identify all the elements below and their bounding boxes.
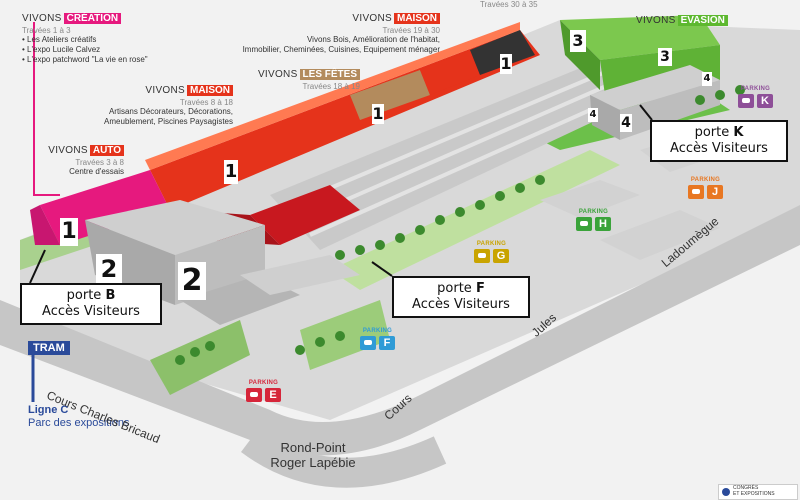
porte-f-callout[interactable]: porte F Accès Visiteurs [392,276,530,318]
vivons-text: VIVONS [257,69,298,80]
road-cours [0,205,800,456]
car-icon [246,387,262,402]
zone-name-auto: AUTO [89,145,124,156]
porte-letter-k: K [733,125,744,140]
creation-item: • L'expo patchword "La vie en rose" [22,55,148,64]
creation-item: • L'expo Lucile Calvez [22,45,101,54]
parking-label: PARKING [578,209,609,215]
parking-f[interactable]: PARKING F [360,328,395,352]
zone-name-creation: CRÉATION [63,13,122,24]
vivons-text: VIVONS [145,85,185,96]
travees-creation: Travées 1 à 3 [22,26,71,35]
parking-h[interactable]: PARKING H [576,209,611,233]
parking-letter-h: H [595,216,611,231]
hall-2-roof [85,200,265,255]
maison-desc: Immobilier, Cheminées, Cuisines, Equipem… [242,45,440,54]
parking-letter-e: E [265,387,281,402]
parking-k[interactable]: PARKING K [738,86,773,110]
car-icon [360,335,376,350]
zone-name-fetes: LES FÊTES [299,69,360,80]
hall-3-roof [560,15,720,60]
rondpoint-label: Rond-Point Roger Lapébie [258,440,368,470]
hall-number-1: 1 [60,218,78,246]
porte-letter-b: B [105,288,116,303]
parking-label: PARKING [476,241,507,247]
porte-word: porte [437,281,472,296]
parking-label: PARKING [690,177,721,183]
tram-badge[interactable]: TRAM [28,341,70,355]
porte-sub: Accès Visiteurs [670,141,768,156]
maison-desc: Vivons Bois, Amélioration de l'habitat, [306,35,440,44]
porte-word: porte [694,125,730,140]
parking-j[interactable]: PARKING J [688,177,723,201]
hall-number-2: 2 [178,262,206,300]
maison-desc: Artisans Décorateurs, Décorations, [108,107,233,116]
hall-number-1: 1 [224,160,238,184]
congres-logo: CONGRÈS ET EXPOSITIONS [718,484,798,500]
parking-label: PARKING [740,86,771,92]
travees-maison-mid: Travées 8 à 18 [179,98,233,107]
parking-e[interactable]: PARKING E [246,380,281,404]
auto-desc: Centre d'essais [69,167,124,176]
parking-letter-g: G [493,248,509,263]
travees-evasion: Travées 30 à 35 [480,0,538,9]
car-icon [738,93,754,108]
vivons-text: VIVONS [636,15,676,26]
logo-line-1: CONGRÈS [733,485,759,491]
zone-name-maison: MAISON [187,85,233,96]
tram-line: Ligne C [28,404,69,416]
hall-4-roof [590,65,720,110]
rondpoint-line-2: Roger Lapébie [270,455,356,470]
logo-line-2: ET EXPOSITIONS [733,491,775,497]
parking-g[interactable]: PARKING G [474,241,509,265]
logo-icon [722,488,730,496]
travees-auto: Travées 3 à 8 [75,158,124,167]
creation-item: • Les Ateliers créatifs [22,35,97,44]
porte-sub: Accès Visiteurs [412,297,510,312]
maison-desc: Ameublement, Piscines Paysagistes [104,117,233,126]
parking-letter-k: K [757,93,773,108]
hall-number-2: 2 [96,254,122,284]
zone-travees-evasion: Travées 30 à 35 [480,0,538,9]
travees-fetes: Travées 18 à 19 [302,82,360,91]
hall-number-4: 4 [620,114,632,132]
vivons-text: VIVONS [352,13,392,24]
vivons-text: VIVONS [22,13,62,24]
porte-letter-f: F [475,281,485,296]
travees-maison-top: Travées 19 à 30 [382,26,440,35]
parking-label: PARKING [362,328,393,334]
porte-sub: Accès Visiteurs [42,304,140,319]
porte-k-callout[interactable]: porte K Accès Visiteurs [650,120,788,162]
porte-b-callout[interactable]: porte B Accès Visiteurs [20,283,162,325]
hall-number-3: 3 [658,48,672,66]
parking-letter-j: J [707,184,723,199]
parking-label: PARKING [248,380,279,386]
hall-number-4: 4 [588,108,598,122]
rondpoint-line-1: Rond-Point [280,440,346,455]
hall-number-1: 1 [372,104,384,124]
car-icon [474,248,490,263]
hall-number-3: 3 [570,30,586,52]
porte-word: porte [66,288,102,303]
hall-number-4: 4 [702,72,712,86]
vivons-text: VIVONS [48,145,88,156]
tram-stop: Parc des expositions [28,417,130,429]
car-icon [688,184,704,199]
parking-letter-f: F [379,335,395,350]
zone-name-maison: MAISON [394,13,440,24]
hall-number-1: 1 [500,54,512,74]
car-icon [576,216,592,231]
zone-name-evasion: EVASION [677,15,728,26]
